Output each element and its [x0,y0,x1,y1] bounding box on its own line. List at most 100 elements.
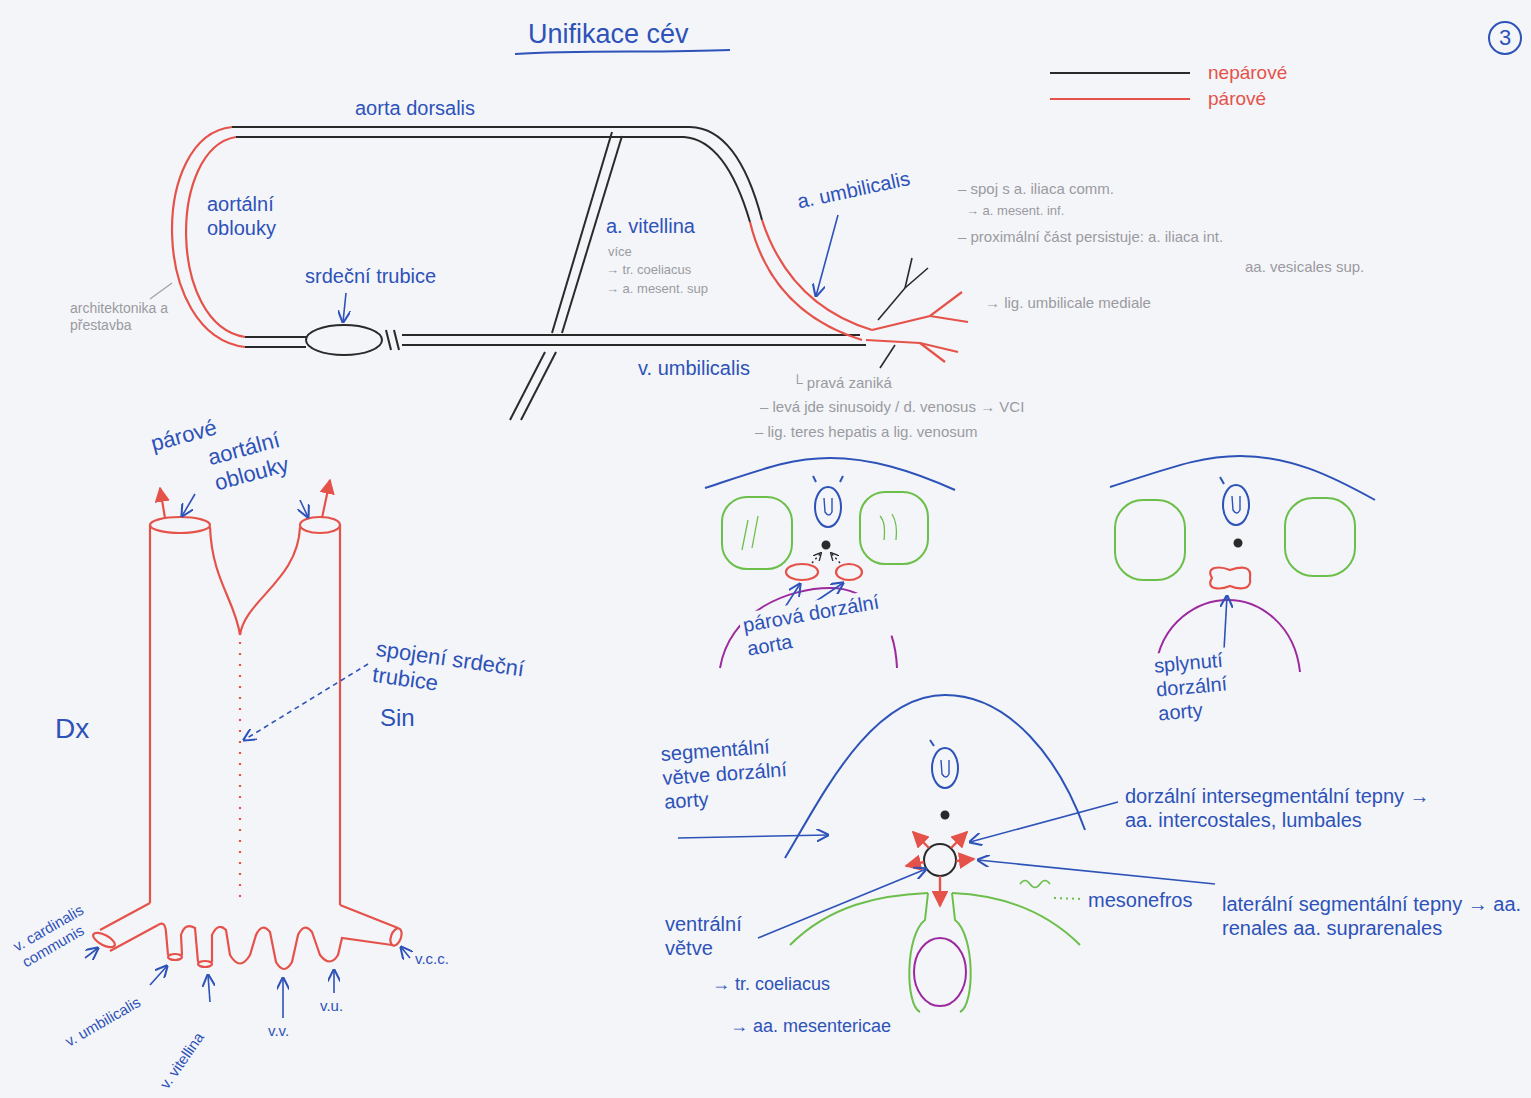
annotation-label: v.u. [320,997,343,1015]
annotation-label: a. vitellina [606,214,695,238]
neural-crest [930,740,934,746]
dorsal-aorta [786,564,818,580]
annotation-label: a. umbilicalis [795,166,912,213]
segmental-branch [951,832,967,848]
umbilical-branch [920,343,945,362]
umbilical-branch [872,292,962,330]
neural-tube [1223,485,1249,525]
leader-arrow [678,835,828,838]
title-underline [515,50,730,54]
a-umbilicalis [762,220,872,330]
neural-tube [932,748,958,788]
v-vitellina-line [521,352,556,420]
somite [1285,498,1355,576]
annotation-label: v. vitellina [156,1029,208,1092]
heart-tube-line [245,346,306,348]
vein-opening [168,954,182,960]
annotation-label: laterální segmentální tepny → aa. renale… [1222,892,1522,940]
a-vitellina-line [552,132,612,333]
leader-arrow [208,975,210,1002]
notochord [1235,540,1242,547]
annotation-label: – levá jde sinusoidy / d. venosus → VCI [760,398,1024,416]
fused-aorta [1210,568,1250,589]
vein-tube [212,927,392,969]
neural-canal [941,760,949,777]
leader-arrow [758,869,926,938]
mesonephros-leader [1054,898,1083,899]
tube-opening [150,517,210,533]
annotation-label: – lig. teres hepatis a lig. venosum [755,423,978,441]
v-umbilicalis-line [402,334,860,336]
annotation-label: v. umbilicalis [638,356,750,380]
leader-arrow [970,802,1118,842]
ectoderm [705,458,955,490]
heart-tube-wall [149,525,151,903]
dorsal-aorta [924,844,956,876]
annotation-label: srdeční trubice [305,264,436,288]
gut [914,938,966,1006]
vein-tube [340,905,398,928]
neural-canal [1232,496,1240,513]
endoderm [720,588,897,668]
annotation-label: → a. mesent. sup [606,281,708,297]
v-umbilicalis-line [402,344,866,346]
somite-detail [880,514,897,540]
tube-opening [300,517,340,533]
leader-arrow [333,970,335,993]
annotation-label: ventrální větve [665,912,765,960]
neural-crest [1220,477,1224,484]
break-mark [394,330,399,350]
leader-arrow [816,215,838,296]
annotation-label: v.v. [268,1022,289,1040]
umbilical-branch [930,316,968,322]
mesonephros [1020,881,1050,888]
somite [722,497,792,569]
legend-line [1050,72,1190,74]
legend-line [1048,67,1193,79]
legend-text: nepárové [1208,62,1287,84]
annotation-label: aorta dorsalis [355,96,475,120]
annotation-label: v.c.c. [415,950,449,968]
legend-line [1048,93,1193,105]
annotation-label: Dx [55,712,89,746]
break-mark [386,330,391,350]
annotation-label: párová dorzální aorta [738,588,895,661]
neural-crest [840,476,843,482]
page-number: 3 [1499,27,1511,49]
annotation-label: → tr. coeliacus [712,974,830,996]
ectoderm [1110,456,1375,500]
annotation-label: → a. mesent. inf. [966,203,1064,219]
leader-arrow [343,293,346,322]
annotation-label: aortální oblouky [205,419,320,497]
somite [1115,500,1185,580]
heart-tube [306,325,382,355]
annotation-label: → aa. mesentericae [730,1016,891,1038]
leader-arrow [85,948,98,958]
annotation-label: spojení srdeční trubice [371,636,566,715]
legend-line [1050,98,1190,100]
fusion-arrow [831,553,840,563]
leader-line [150,283,172,299]
a-umbilicalis [750,222,862,340]
leader-arrow [978,860,1215,884]
leader-arrow [1224,596,1227,650]
body-wall [952,893,1080,945]
outflow-arrow [322,480,330,518]
vein-tube [181,926,198,962]
page-number-circle: 3 [1488,21,1522,55]
legend-text: párové [1208,88,1266,110]
notochord [942,812,949,819]
neural-tube [815,487,841,527]
dorsal-aorta [836,564,862,580]
aorta-dorsalis-line [232,127,762,220]
annotation-label: Sin [380,704,415,733]
annotation-label: aortální oblouky [207,192,307,240]
leader-arrow [244,664,368,740]
outflow-arrow [160,488,165,518]
vein-opening [198,961,212,967]
heart-tube-wall [210,527,240,635]
fusion-line [239,642,241,905]
segmental-branch [913,832,929,848]
vein-opening [91,930,117,950]
